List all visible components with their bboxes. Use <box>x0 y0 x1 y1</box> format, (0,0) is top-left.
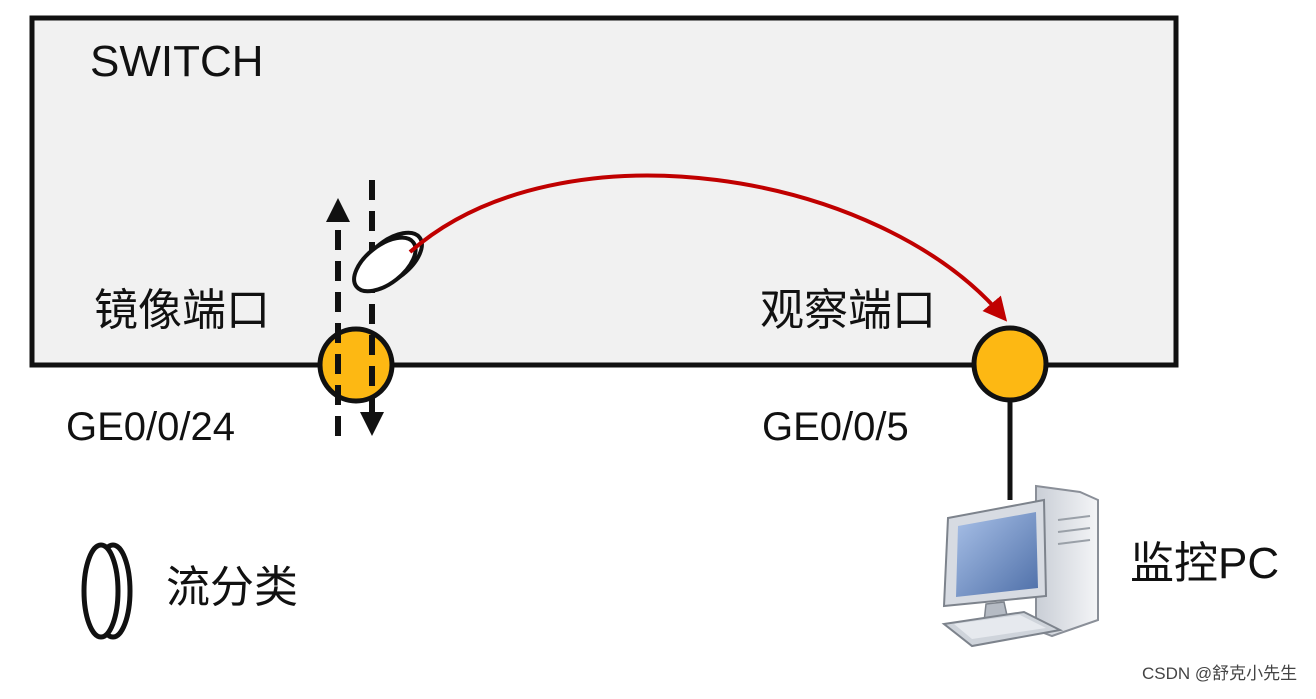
flow-classifier-icon <box>352 230 424 294</box>
outbound-arrow-head <box>360 412 384 436</box>
legend-flow-class-label: 流分类 <box>166 563 298 612</box>
mirror-port-interface: GE0/0/24 <box>66 405 236 449</box>
switch-title: SWITCH <box>90 37 264 86</box>
observe-port[interactable] <box>971 325 1049 403</box>
mirror-port[interactable] <box>317 326 395 404</box>
legend-flow-class-icon <box>81 542 133 640</box>
mirror-port-label: 镜像端口 <box>94 286 270 335</box>
inbound-arrow-head <box>326 198 350 222</box>
watermark: CSDN @舒克小先生 <box>1142 664 1298 683</box>
observe-port-interface: GE0/0/5 <box>762 405 909 449</box>
monitor-pc-label: 监控PC <box>1130 539 1280 588</box>
mirror-arrow <box>408 173 1008 322</box>
monitor-pc-icon <box>941 484 1099 648</box>
observe-port-label: 观察端口 <box>760 286 936 335</box>
